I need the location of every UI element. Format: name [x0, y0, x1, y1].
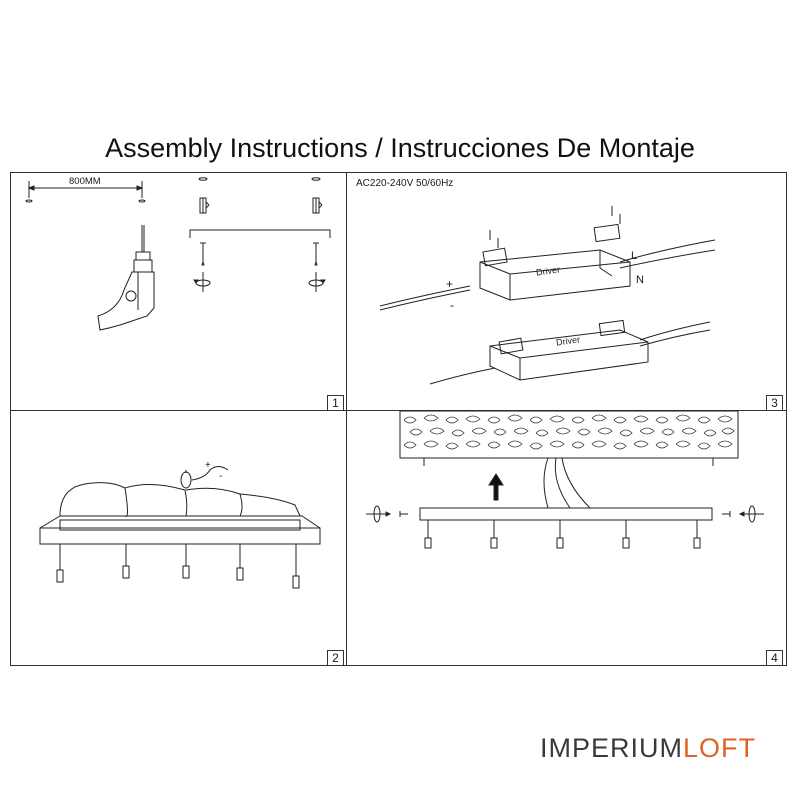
- dimension-label: 800MM: [69, 176, 101, 187]
- panel-3-number: 3: [766, 395, 783, 411]
- panel-1-drawing: [25, 177, 331, 331]
- brand-part-2: LOFT: [683, 733, 757, 763]
- rotate-icon: [193, 272, 326, 292]
- minus-label-2: -: [219, 471, 223, 482]
- drill-icon: [97, 225, 155, 331]
- panel-4-number: 4: [766, 650, 783, 666]
- voltage-label: AC220-240V 50/60Hz: [356, 178, 454, 189]
- plus-label-2: +: [205, 460, 211, 471]
- brand-part-1: IMPERIUM: [540, 733, 683, 763]
- minus-label-3: -: [450, 298, 454, 312]
- wall-anchor-icon: [199, 197, 323, 214]
- panel-4-drawing: [366, 410, 764, 549]
- instructions-frame: [10, 172, 787, 666]
- arrow-up-icon: [488, 473, 504, 501]
- live-label: L: [631, 250, 638, 262]
- screw-icon: [200, 242, 319, 266]
- plus-label-3: +: [446, 277, 454, 291]
- brand-logo: IMPERIUMLOFT: [540, 733, 756, 764]
- panel-1-number: 1: [327, 395, 344, 411]
- page-title: Assembly Instructions / Instrucciones De…: [105, 133, 695, 163]
- panel-divider-horizontal: [10, 410, 787, 411]
- panel-3-drawing: [379, 206, 716, 385]
- panel-2-drawing: [39, 466, 321, 589]
- pendant-icon: [424, 520, 701, 549]
- rotate-icon: [366, 505, 764, 523]
- panel-2-number: 2: [327, 650, 344, 666]
- neutral-label: N: [636, 274, 644, 286]
- pendant-icon: [56, 544, 300, 589]
- panel-divider-vertical: [346, 172, 347, 666]
